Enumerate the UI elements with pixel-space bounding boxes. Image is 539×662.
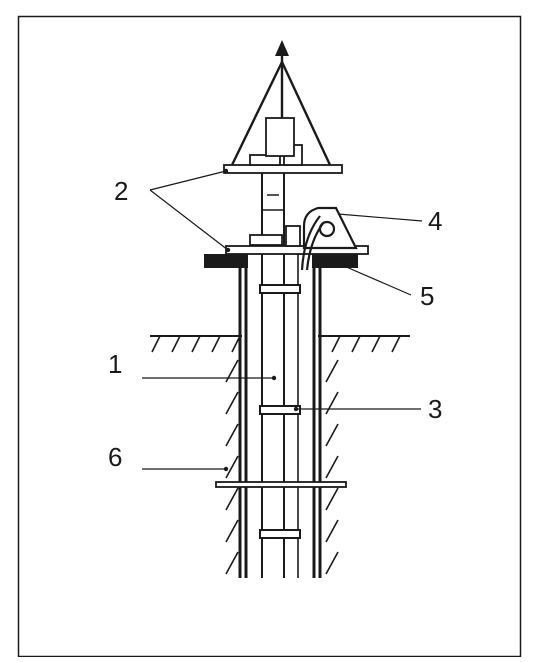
label-3: 3 <box>428 394 442 424</box>
soil-hatching-right <box>325 336 401 575</box>
well-casing <box>238 268 322 578</box>
leader-lines <box>142 170 423 470</box>
leader-dots <box>223 168 299 472</box>
label-2: 2 <box>114 176 128 206</box>
upper-support-plate <box>223 117 343 174</box>
soil-hatching-left <box>151 336 241 575</box>
reel-winch <box>300 206 358 271</box>
label-1: 1 <box>108 349 122 379</box>
figure-border <box>17 15 522 658</box>
measuring-pipe <box>261 170 285 578</box>
pipe-clamps <box>259 284 301 539</box>
lower-support-plate <box>225 225 369 255</box>
label-5: 5 <box>420 281 434 311</box>
tripod-frame <box>230 56 332 166</box>
casing-cap <box>204 254 358 268</box>
up-arrow-icon <box>275 40 289 56</box>
label-4: 4 <box>428 206 442 236</box>
label-6: 6 <box>108 442 122 472</box>
spacer-plate <box>215 481 347 488</box>
